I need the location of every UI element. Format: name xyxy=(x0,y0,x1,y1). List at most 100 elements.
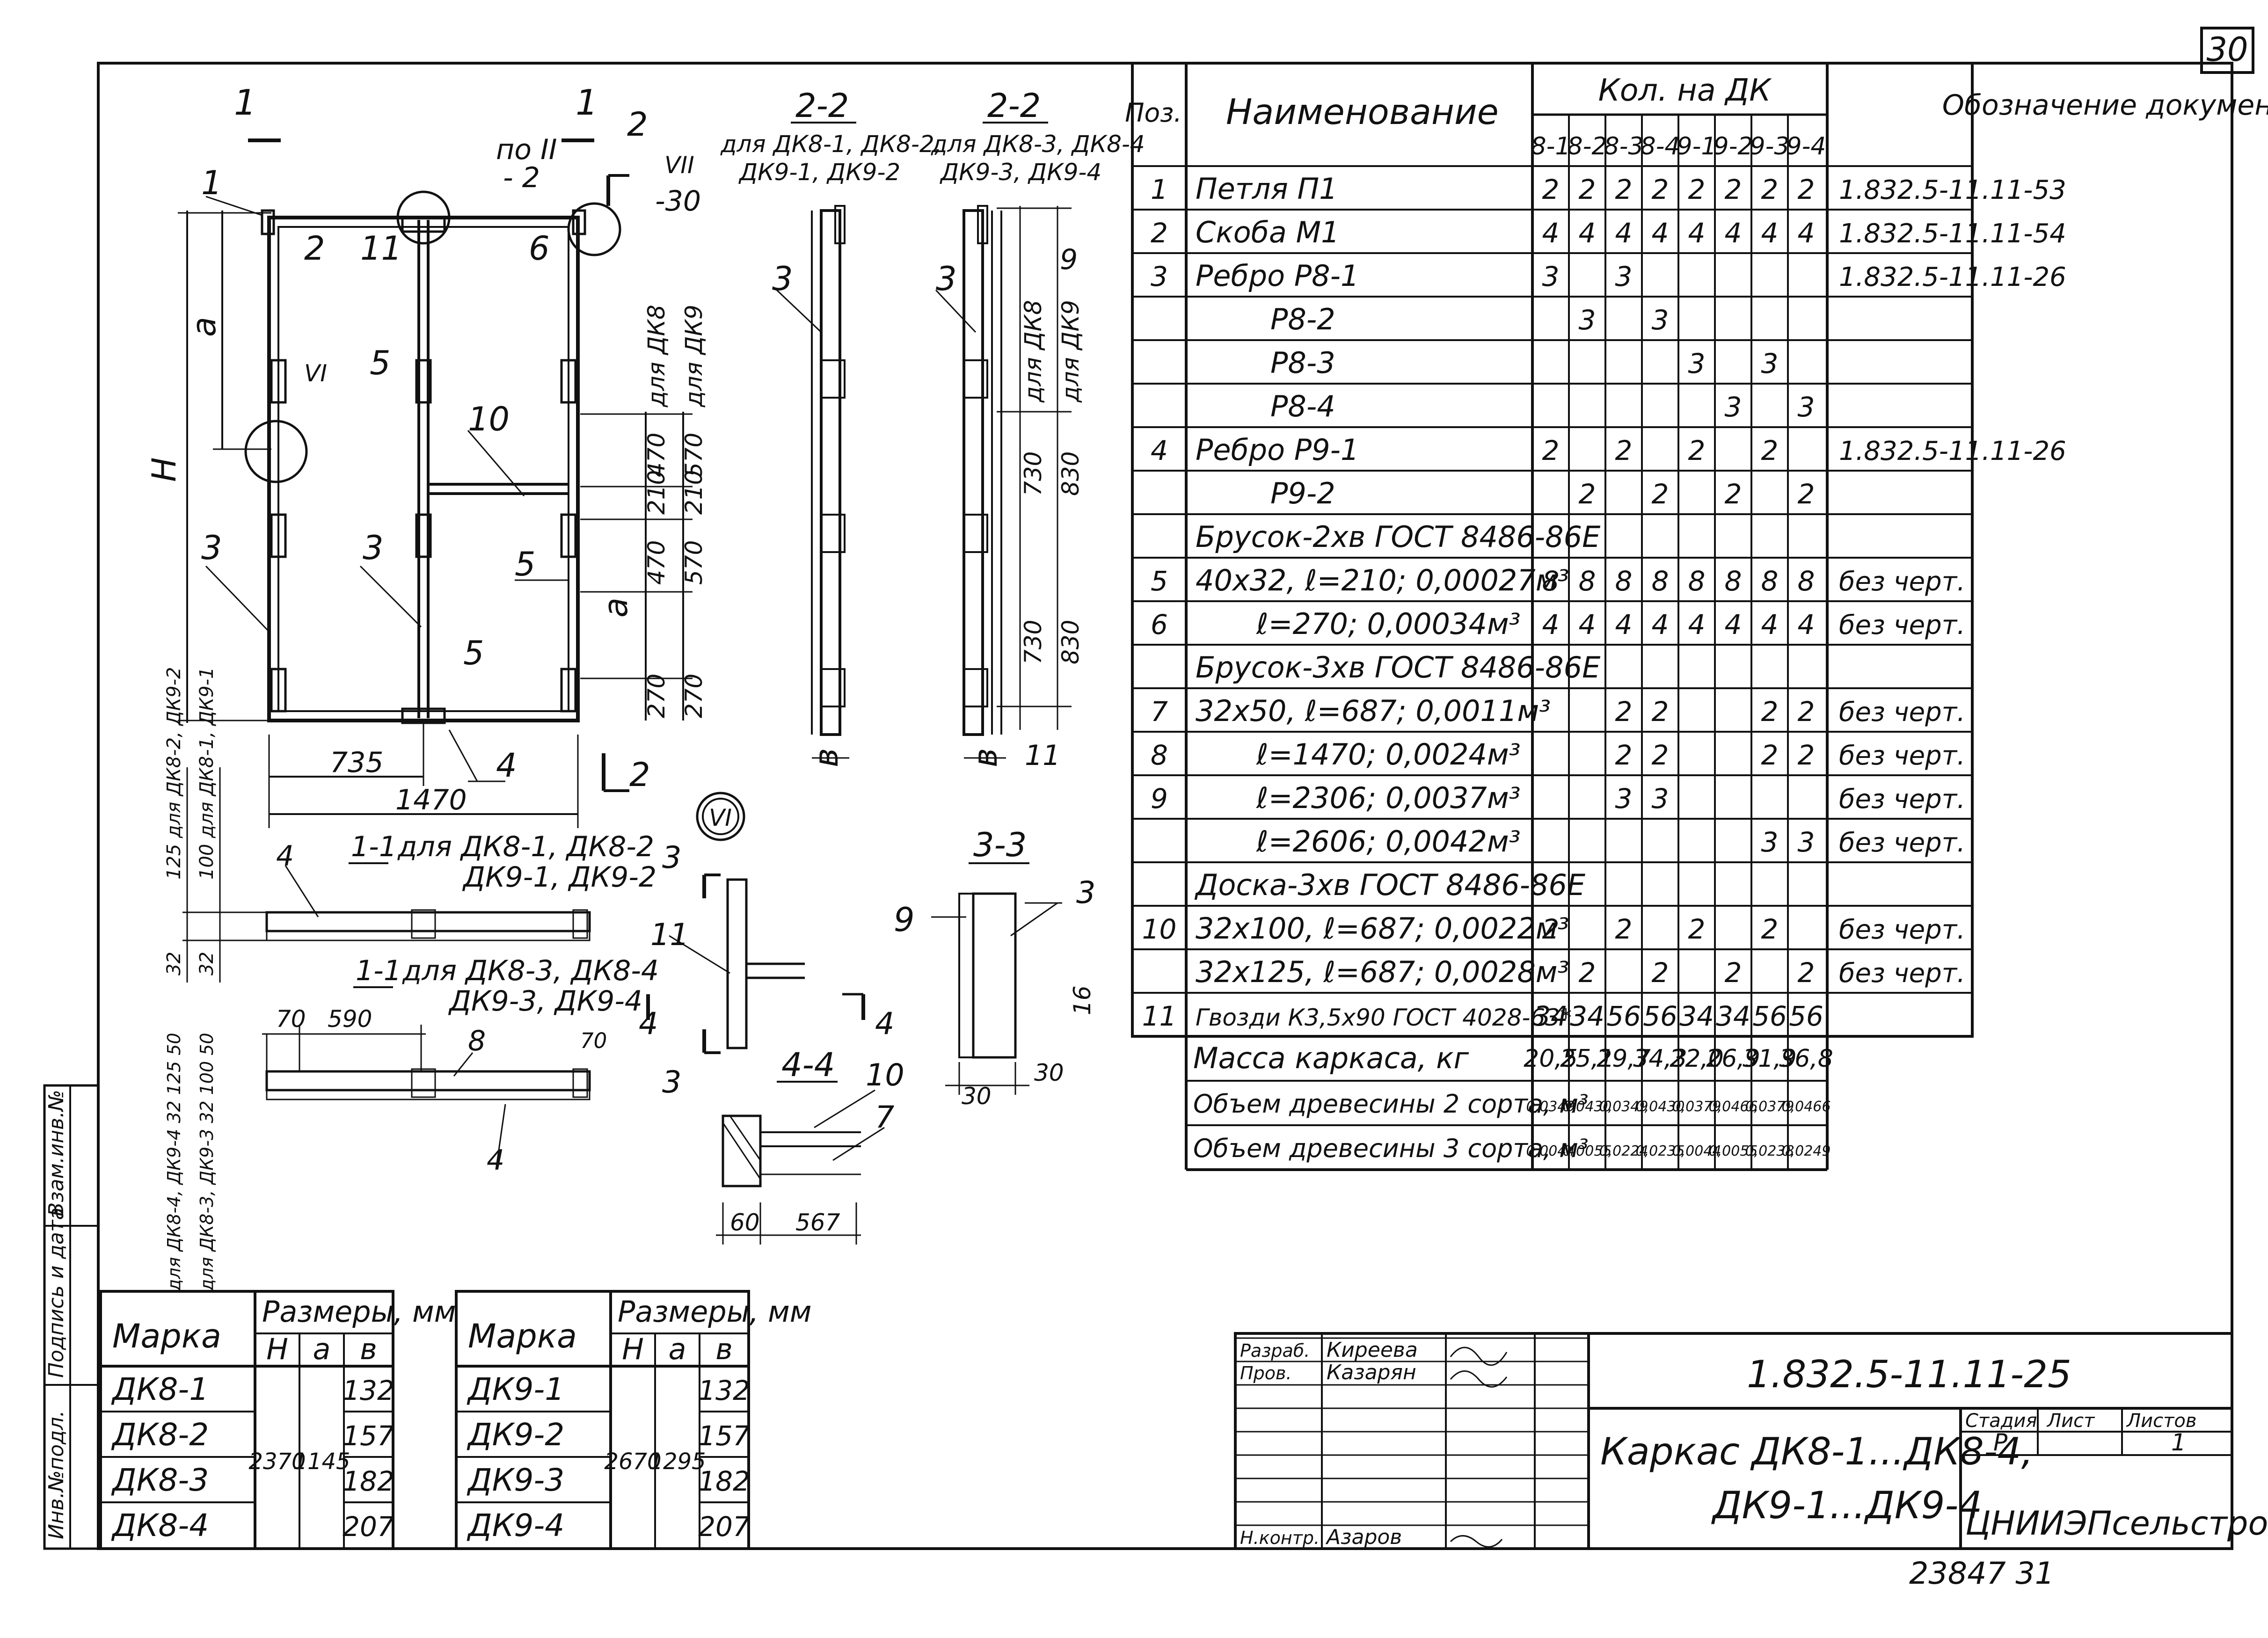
dims-mark-value: ДК8-3 xyxy=(111,1462,209,1498)
spec-summary-value: 0,0379 xyxy=(1672,1099,1721,1115)
spec-row-qty: 4 xyxy=(1798,217,1815,249)
dims-mark-header: Марка xyxy=(112,1317,221,1355)
spec-row-qty: 4 xyxy=(1688,609,1706,641)
spec-row-pos: 2 xyxy=(1151,217,1168,249)
spec-row-qty: 4 xyxy=(1542,217,1560,249)
section-mark-2b: 2 xyxy=(629,756,650,794)
side-stamp-inv: Инв.№подл. xyxy=(44,1410,68,1539)
spec-col-header: 8-2 xyxy=(1568,132,1607,160)
spec-row-doc: без черт. xyxy=(1839,784,1965,815)
sec4-mark-b: 4 xyxy=(875,1006,894,1041)
dim-16: 16 xyxy=(1069,985,1096,1015)
spec-summary-label: Масса каркаса, кг xyxy=(1193,1041,1469,1075)
spec-row-qty: 3 xyxy=(1579,304,1596,336)
for-dk9-label: для ДК9 xyxy=(680,305,707,408)
spec-summary-value: 0,0235 xyxy=(1636,1143,1685,1159)
dims-b-value: 157 xyxy=(343,1420,394,1452)
dims-mark-value: ДК8-1 xyxy=(111,1371,209,1407)
section-22a-sub1: для ДК8-1, ДК8-2, xyxy=(720,131,942,158)
spec-row-doc: без черт. xyxy=(1839,828,1965,858)
dims-b-value: 182 xyxy=(343,1465,394,1497)
sec3-mark-b: 3 xyxy=(662,1065,681,1100)
spec-col-header: 9-2 xyxy=(1714,132,1753,160)
spec-row-qty: 2 xyxy=(1688,913,1706,945)
pos-label-3c: 3 xyxy=(772,260,793,298)
dk81-side-note: 100 для ДК8-1, ДК9-1 xyxy=(196,667,218,880)
node-11-drawing xyxy=(646,874,865,1054)
spec-row-name: Р8-4 xyxy=(1270,389,1335,423)
spec-row-name: Р8-3 xyxy=(1270,346,1335,380)
pos-label-2: 2 xyxy=(304,229,325,268)
spec-header-name: Наименование xyxy=(1226,91,1499,132)
spec-row-name: ℓ=2606; 0,0042м³ xyxy=(1256,824,1521,859)
spec-row-name: ℓ=1470; 0,0024м³ xyxy=(1256,737,1521,772)
spec-row-qty: 2 xyxy=(1652,174,1669,205)
dim-32b: 32 xyxy=(196,952,218,976)
dims-size-header: Размеры, мм xyxy=(262,1295,456,1329)
dim-830a: 830 xyxy=(1057,451,1084,496)
spec-row-qty: 4 xyxy=(1798,609,1815,641)
spec-summary-value: 0,0055 xyxy=(1709,1143,1758,1159)
spec-row-name: 40х32, ℓ=210; 0,00027м³ xyxy=(1196,563,1569,597)
spec-row-qty: 34 xyxy=(1570,1000,1604,1032)
pos-label-5a: 5 xyxy=(370,344,391,382)
spec-summary-row: Объем древесины 3 сорта, м³0,00440,00550… xyxy=(1193,1134,1830,1163)
dims-mark-value: ДК9-1 xyxy=(467,1371,564,1407)
spec-row-qty: 8 xyxy=(1615,565,1633,597)
spec-row-pos: 6 xyxy=(1151,609,1168,641)
sheets-label: Листов xyxy=(2126,1410,2196,1432)
stage-label: Стадия xyxy=(1965,1410,2037,1432)
spec-row-qty: 2 xyxy=(1798,957,1815,989)
spec-row-qty: 2 xyxy=(1542,913,1560,945)
spec-summary-value: 0,0238 xyxy=(1745,1143,1794,1159)
spec-row-qty: 3 xyxy=(1798,391,1815,423)
spec-row-qty: 2 xyxy=(1761,913,1779,945)
spec-row-doc: 1.832.5-11.11-54 xyxy=(1839,218,2066,249)
spec-row-qty: 8 xyxy=(1688,565,1706,597)
spec-summary-value: 31,9 xyxy=(1743,1045,1797,1073)
dim-32a: 32 xyxy=(163,952,185,976)
dims-a-header: a xyxy=(313,1332,331,1366)
dims-size-header: Размеры, мм xyxy=(618,1295,812,1329)
spec-summary-value: 0,0349 xyxy=(1599,1099,1648,1115)
pos-label-3a: 3 xyxy=(201,529,222,567)
spec-row-name: Р8-2 xyxy=(1270,302,1335,336)
section-mark-2a: 2 xyxy=(627,105,648,144)
spec-row-qty: 4 xyxy=(1761,217,1779,249)
b-letter-b: в xyxy=(966,748,1005,767)
spec-row-qty: 2 xyxy=(1798,739,1815,771)
spec-row-qty: 3 xyxy=(1652,783,1669,815)
spec-summary-value: 0,0044 xyxy=(1526,1143,1575,1159)
dim-30a: 30 xyxy=(962,1083,992,1110)
b-letter-a: в xyxy=(807,748,846,767)
spec-row-pos: 7 xyxy=(1151,696,1168,728)
spec-summary-value: 0,0055 xyxy=(1563,1143,1612,1159)
spec-row-qty: 2 xyxy=(1615,435,1633,466)
dim-470a: 470 xyxy=(643,433,670,477)
dims-h-header: H xyxy=(622,1332,644,1366)
spec-table-grid xyxy=(1131,62,1974,1171)
dim-590: 590 xyxy=(328,1005,372,1033)
spec-row-doc: без черт. xyxy=(1839,915,1965,945)
spec-row-qty: 2 xyxy=(1725,957,1742,989)
spec-col-header: 8-1 xyxy=(1531,132,1571,160)
spec-row-doc: без черт. xyxy=(1839,697,1965,728)
spec-summary-value: 0,0379 xyxy=(1745,1099,1794,1115)
spec-row-qty: 4 xyxy=(1652,609,1669,641)
spec-summary-value: 20,5 xyxy=(1524,1045,1578,1073)
spec-row-qty: 2 xyxy=(1798,478,1815,510)
spec-row-qty: 4 xyxy=(1542,609,1560,641)
spec-row-qty: 4 xyxy=(1725,217,1742,249)
spec-row-qty: 4 xyxy=(1615,609,1633,641)
spec-col-header: 8-3 xyxy=(1604,132,1644,160)
doc-code: 1.832.5-11.11-25 xyxy=(1747,1353,2071,1396)
spec-row-doc: без черт. xyxy=(1839,958,1965,989)
dim-730a: 730 xyxy=(1020,451,1047,496)
spec-summary-value: 0,0224 xyxy=(1599,1143,1648,1159)
spec-row-qty: 4 xyxy=(1688,217,1706,249)
spec-summary-label: Объем древесины 3 сорта, м³ xyxy=(1193,1134,1589,1163)
